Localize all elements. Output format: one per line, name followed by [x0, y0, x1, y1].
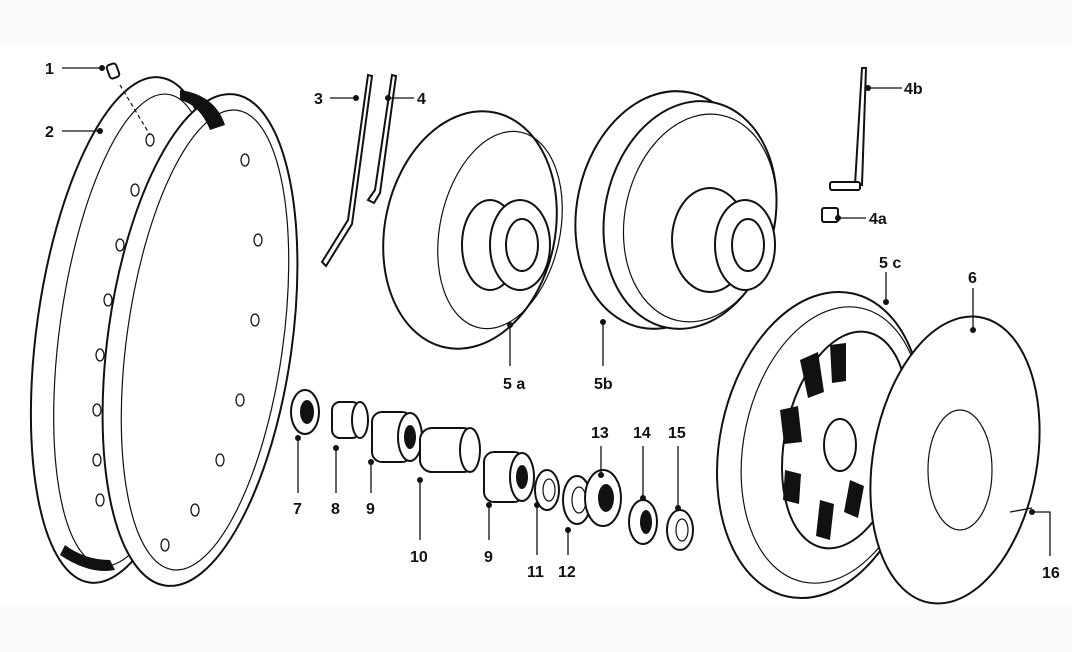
- callout-label: 2: [45, 124, 54, 141]
- callout-11: 11: [527, 502, 544, 581]
- callout-label: 13: [591, 425, 609, 442]
- callout-label: 7: [293, 501, 302, 518]
- callout-2: 2: [45, 124, 103, 141]
- rim: [29, 76, 299, 587]
- callout-label: 12: [558, 564, 576, 581]
- callout-label: 10: [410, 549, 428, 566]
- callout-9b: 9: [484, 502, 493, 566]
- callout-5c: 5 c: [879, 255, 901, 305]
- hub-5b: [574, 90, 778, 330]
- callout-1: 1: [45, 61, 105, 78]
- callout-label: 5 a: [503, 376, 525, 393]
- callout-label: 3: [314, 91, 323, 108]
- callout-label: 16: [1042, 565, 1060, 582]
- callout-13: 13: [591, 425, 609, 478]
- callout-9a: 9: [366, 459, 375, 518]
- callout-5b: 5b: [594, 319, 613, 393]
- callout-10: 10: [410, 477, 428, 566]
- callout-4: 4: [385, 91, 426, 108]
- bottom-margin: [0, 606, 1072, 652]
- hub-5a: [382, 110, 563, 350]
- callout-label: 11: [527, 564, 544, 581]
- callout-6: 6: [968, 270, 977, 333]
- callout-label: 1: [45, 61, 54, 78]
- callout-label: 15: [668, 425, 686, 442]
- callout-4b: 4b: [865, 81, 923, 98]
- callout-15: 15: [668, 425, 686, 511]
- spoke-nipple: [105, 62, 151, 136]
- callout-label: 8: [331, 501, 340, 518]
- callout-label: 5 c: [879, 255, 901, 272]
- callout-3: 3: [314, 91, 359, 108]
- callout-label: 4b: [904, 81, 923, 98]
- brake-plate-6: [869, 315, 1041, 605]
- callout-16: 16: [1029, 509, 1060, 582]
- bearing-parts: [290, 389, 694, 551]
- callout-8: 8: [331, 445, 340, 518]
- callout-label: 9: [366, 501, 375, 518]
- spokes: [320, 67, 868, 268]
- callout-label: 4: [417, 91, 426, 108]
- callout-label: 6: [968, 270, 977, 287]
- callout-label: 4a: [869, 211, 887, 228]
- top-margin: [0, 0, 1072, 45]
- callout-7: 7: [293, 435, 302, 518]
- callout-5a: 5 a: [503, 322, 525, 393]
- callout-12: 12: [558, 527, 576, 581]
- callout-label: 14: [633, 425, 651, 442]
- callout-label: 5b: [594, 376, 613, 393]
- callout-14: 14: [633, 425, 651, 501]
- callout-4a: 4a: [835, 211, 887, 228]
- callout-label: 9: [484, 549, 493, 566]
